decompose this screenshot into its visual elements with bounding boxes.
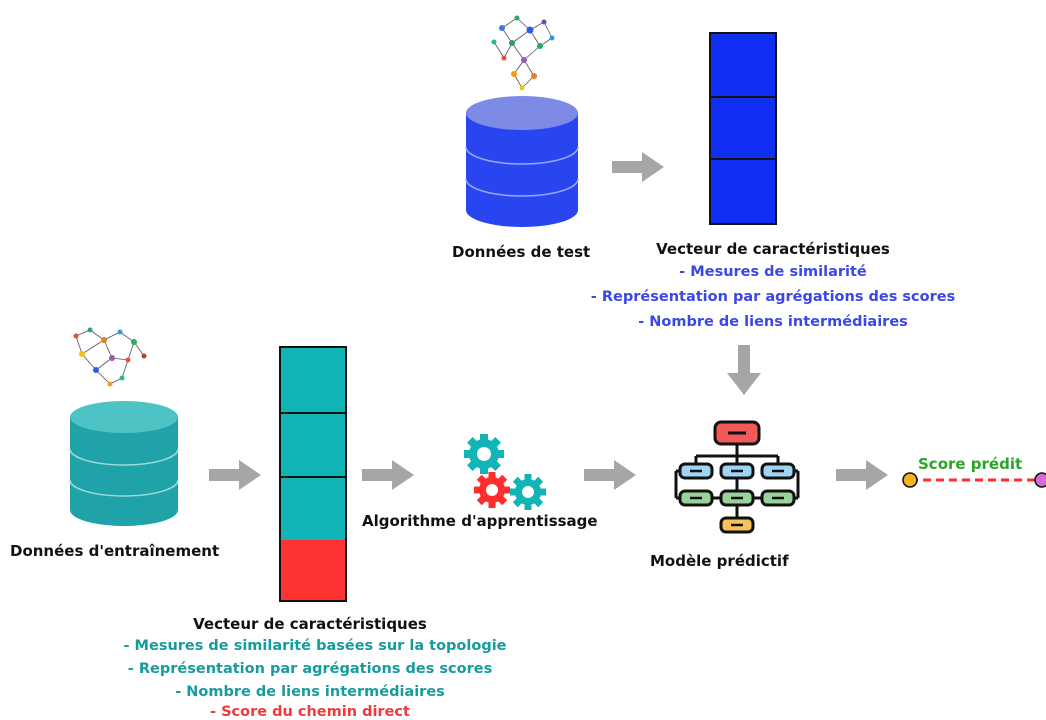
test-database-icon [465, 96, 579, 227]
training-feature-1: - Mesures de similarité basées sur la to… [123, 638, 507, 654]
training-database-icon [69, 401, 179, 526]
test-data-label: Données de test [452, 243, 591, 261]
gears-icon [464, 434, 546, 510]
hierarchy-icon [674, 420, 800, 534]
training-vector-title: Vecteur de caractéristiques [193, 615, 427, 633]
training-feature-vector [279, 346, 347, 602]
arrow-right-icon [612, 152, 664, 182]
training-feature-2: - Représentation par agrégations des sco… [127, 661, 493, 677]
training-data-label: Données d'entraînement [10, 542, 220, 560]
model-label: Modèle prédictif [650, 552, 789, 570]
arrow-right-icon [836, 460, 888, 490]
network-icon [73, 327, 147, 387]
test-vector-title: Vecteur de caractéristiques [656, 240, 890, 258]
test-feature-vector [709, 32, 777, 225]
score-link-icon [902, 472, 1046, 488]
direct-path-cell [281, 540, 345, 600]
network-icon [491, 15, 555, 91]
test-feature-2: - Représentation par agrégations des sco… [590, 289, 956, 305]
arrow-right-icon [584, 460, 636, 490]
arrow-right-icon [362, 460, 414, 490]
arrow-right-icon [209, 460, 261, 490]
training-feature-3: - Nombre de liens intermédiaires [175, 684, 445, 700]
test-feature-3: - Nombre de liens intermédiaires [638, 314, 908, 330]
test-feature-1: - Mesures de similarité [679, 264, 867, 280]
score-label: Score prédit [918, 455, 1023, 473]
arrow-down-icon [727, 345, 761, 395]
algorithm-label: Algorithme d'apprentissage [362, 512, 598, 530]
training-feature-direct-path: - Score du chemin direct [210, 704, 410, 720]
